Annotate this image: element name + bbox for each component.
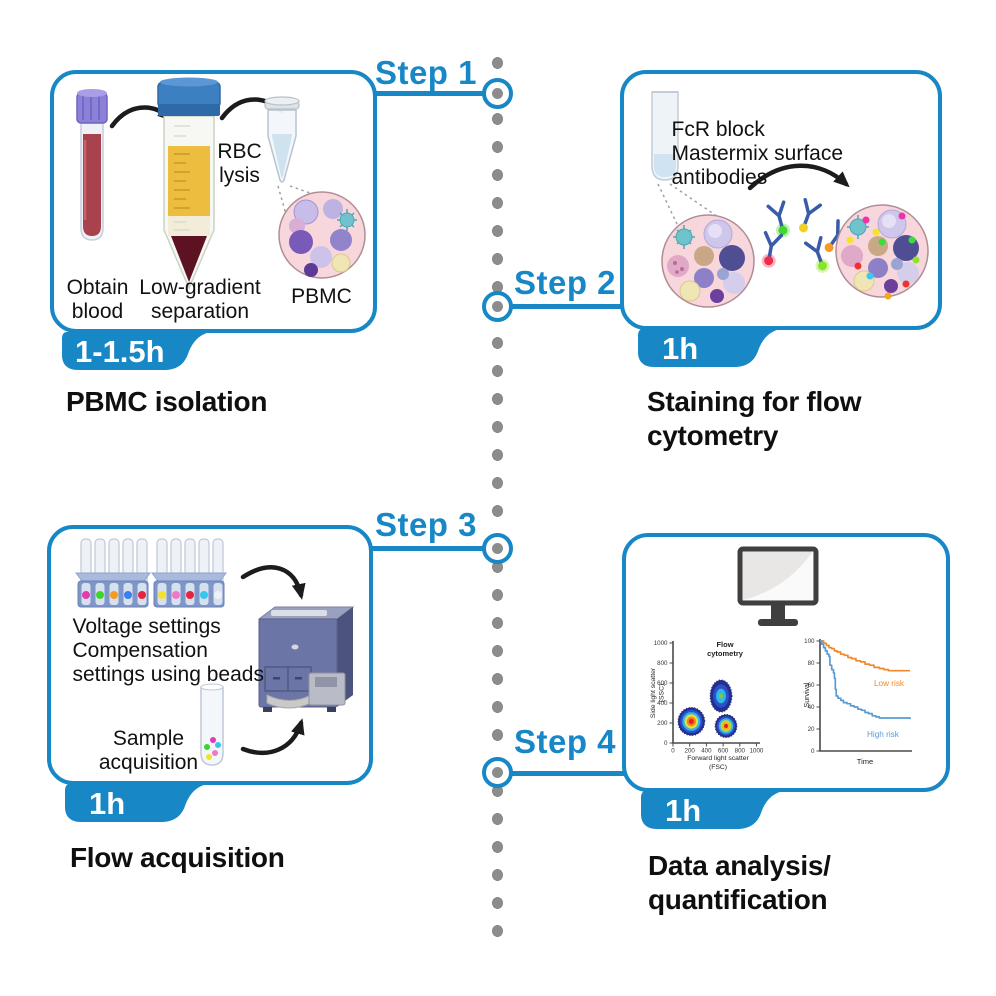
badge-shape <box>638 329 780 367</box>
stained-cells-icon <box>834 203 929 299</box>
svg-text:80: 80 <box>807 660 814 667</box>
svg-text:40: 40 <box>807 704 814 711</box>
badge-shape <box>65 784 207 822</box>
step1-panel: RBC lysis Obtain blood Low-gradient sepa… <box>50 70 377 333</box>
eppendorf-tube-icon <box>263 95 300 183</box>
svg-text:0: 0 <box>664 740 668 747</box>
step2-duration-badge: 1h <box>636 328 786 373</box>
arrow-icon <box>240 564 306 600</box>
svg-text:cytometry: cytometry <box>707 649 744 658</box>
centrifuge-tube-icon <box>156 77 221 290</box>
svg-text:0: 0 <box>811 748 815 755</box>
step4-connector <box>510 771 624 776</box>
duration-text: 1h <box>665 793 702 828</box>
unstained-cells-icon <box>660 213 755 308</box>
dendritic-cell-icon <box>336 208 357 231</box>
duration-text: 1-1.5h <box>75 334 165 369</box>
step1-label: Step 1 <box>374 54 477 91</box>
step3-panel: Voltage settings Compensation settings u… <box>47 525 373 785</box>
step2-connector <box>510 304 622 309</box>
settings-label: Voltage settings Compensation settings u… <box>72 614 264 686</box>
svg-text:(FSC): (FSC) <box>708 764 726 771</box>
duration-text: 1h <box>89 786 126 821</box>
svg-text:Survival: Survival <box>804 682 811 707</box>
dendritic-cell-icon <box>846 214 869 239</box>
timeline-dot <box>492 301 503 312</box>
svg-text:1000: 1000 <box>653 640 667 647</box>
arrow-icon <box>747 163 850 190</box>
svg-text:Forward light scatter: Forward light scatter <box>687 755 749 762</box>
step4-timeline-node <box>482 757 513 788</box>
svg-text:High risk: High risk <box>867 730 900 739</box>
step1-timeline-node <box>482 78 513 109</box>
tube-rack-icon <box>74 537 151 607</box>
step2-panel: FcR block Mastermix surface antibodies <box>620 70 942 330</box>
svg-text:200: 200 <box>657 720 668 727</box>
sample-acquisition-label: Sample acquisition <box>98 726 199 774</box>
badge-shape <box>641 791 783 829</box>
pbmc-label: PBMC <box>291 284 352 308</box>
obtain-blood-label: Obtain blood <box>66 275 129 323</box>
svg-text:400: 400 <box>657 700 668 707</box>
step3-caption: Flow acquisition <box>70 842 285 873</box>
step1-caption: PBMC isolation <box>66 386 268 417</box>
timeline-dot <box>492 543 503 554</box>
step3-timeline-node <box>482 533 513 564</box>
reagent-tube-icon <box>650 90 679 181</box>
fluorophore-dots <box>846 212 919 299</box>
svg-text:60: 60 <box>807 682 814 689</box>
low-gradient-label: Low-gradient separation <box>139 275 261 323</box>
svg-text:(SSC): (SSC) <box>658 683 665 702</box>
svg-text:Flow: Flow <box>716 640 733 649</box>
step3-label: Step 3 <box>374 506 477 543</box>
step2-label: Step 2 <box>514 264 617 301</box>
step3-connector <box>368 546 484 551</box>
svg-text:100: 100 <box>804 638 815 645</box>
staining-annotation-label: FcR block Mastermix surface antibodies <box>671 117 844 189</box>
timeline-dot <box>492 767 503 778</box>
timeline-dot <box>492 88 503 99</box>
step2-caption: Staining for flow cytometry <box>647 386 862 451</box>
blood-tube-icon <box>75 88 108 241</box>
rbc-lysis-label: RBC lysis <box>217 139 262 187</box>
svg-text:Side light scatter: Side light scatter <box>650 667 657 718</box>
timeline-dotted-line <box>492 56 503 938</box>
tube-rack-icon <box>150 537 227 607</box>
step1-artwork <box>75 77 366 290</box>
zoom-dashed-lines <box>656 182 740 233</box>
flow-cytometer-icon <box>257 606 354 712</box>
svg-text:600: 600 <box>657 680 668 687</box>
svg-text:0: 0 <box>671 747 675 754</box>
monitor-icon <box>737 546 818 626</box>
duration-text: 1h <box>662 331 699 366</box>
step2-timeline-node <box>482 291 513 322</box>
svg-text:1000: 1000 <box>749 747 763 754</box>
svg-text:600: 600 <box>717 747 728 754</box>
step4-label: Step 4 <box>514 723 617 760</box>
pbmc-cells-icon <box>277 190 366 279</box>
svg-text:20: 20 <box>807 726 814 733</box>
svg-text:400: 400 <box>701 747 712 754</box>
step3-artwork <box>74 537 354 766</box>
step4-duration-badge: 1h <box>639 790 789 835</box>
antibody-icons <box>761 197 853 273</box>
sample-tube-icon <box>199 683 224 766</box>
svg-text:800: 800 <box>734 747 745 754</box>
step2-artwork <box>650 90 929 308</box>
arrow-icon <box>240 717 304 755</box>
svg-text:800: 800 <box>657 660 668 667</box>
svg-text:Time: Time <box>856 757 872 766</box>
step3-duration-badge: 1h <box>63 783 213 828</box>
badge-shape <box>62 332 210 370</box>
step4-caption: Data analysis/ quantification <box>648 850 831 915</box>
svg-text:200: 200 <box>684 747 695 754</box>
step1-connector <box>372 91 484 96</box>
svg-text:Low risk: Low risk <box>874 679 905 688</box>
step1-duration-badge: 1-1.5h <box>60 331 216 376</box>
dendritic-cell-icon <box>672 224 695 249</box>
